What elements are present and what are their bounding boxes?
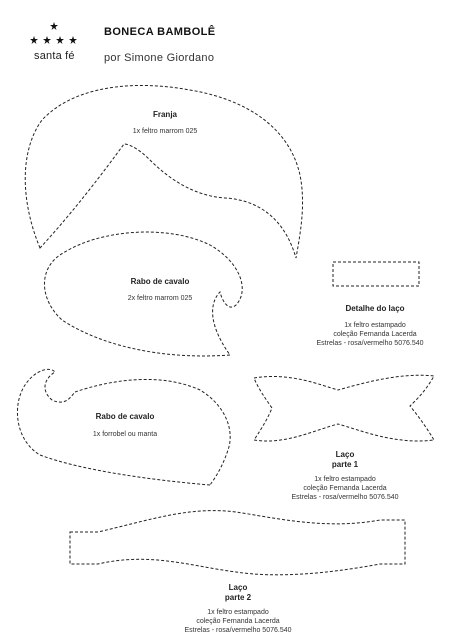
rabo1-name: Rabo de cavalo (130, 277, 190, 286)
detalhe-line: coleção Fernanda Lacerda (333, 331, 417, 338)
laco2-name: Laço (228, 583, 248, 592)
laco1-line: Estrelas - rosa/vermelho 5076.540 (291, 494, 399, 501)
detalhe-line: Estrelas - rosa/vermelho 5076.540 (316, 340, 424, 347)
laco1-part: parte 1 (331, 460, 359, 469)
laco2-part: parte 2 (224, 593, 252, 602)
detalhe-name: Detalhe do laço (345, 304, 405, 313)
laco1-line: 1x feltro estampado (314, 476, 376, 483)
brand-name: santa fé (34, 50, 75, 62)
laco1-line: coleção Fernanda Lacerda (303, 485, 387, 492)
laco2-line: Estrelas - rosa/vermelho 5076.540 (184, 627, 292, 634)
franja-material: 1x feltro marrom 025 (132, 128, 198, 135)
laco1-outline (253, 374, 435, 442)
document-title: BONECA BAMBOLÊ (104, 26, 216, 38)
rabo2-outline (16, 368, 231, 486)
laco2-line: coleção Fernanda Lacerda (196, 618, 280, 625)
laco2-line: 1x feltro estampado (207, 609, 269, 616)
detalhe-line: 1x feltro estampado (344, 322, 406, 329)
rabo2-name: Rabo de cavalo (95, 412, 155, 421)
rabo1-material: 2x feltro marrom 025 (127, 295, 193, 302)
document-author: por Simone Giordano (104, 52, 215, 64)
laco1-name: Laço (335, 450, 355, 459)
detalhe-outline (332, 261, 420, 287)
brand-logo: santa fé (26, 20, 86, 62)
franja-outline (24, 84, 304, 259)
rabo2-material: 1x forrobel ou manta (92, 431, 158, 438)
laco2-outline (69, 510, 406, 576)
franja-name: Franja (152, 110, 177, 119)
rabo1-outline (44, 231, 243, 357)
stars-crown-icon (30, 22, 77, 44)
